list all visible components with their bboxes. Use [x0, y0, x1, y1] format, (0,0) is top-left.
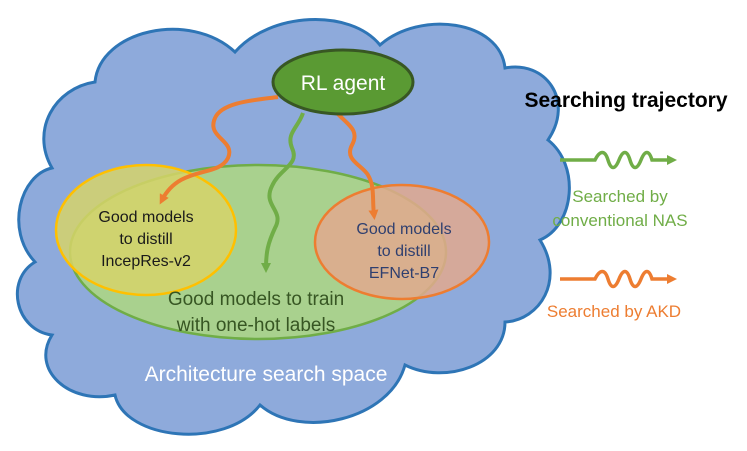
legend-green-wave [559, 150, 677, 170]
efnet-label-line3: EFNet-B7 [369, 265, 439, 282]
onehot-label-line1: Good models to train [168, 289, 344, 310]
legend-conventional-line1: Searched by [572, 187, 668, 206]
search-space-label: Architecture search space [145, 363, 388, 386]
trajectory-orange-left [159, 95, 279, 205]
legend-title: Searching trajectory [524, 89, 727, 112]
legend-akd-label: Searched by AKD [547, 302, 681, 321]
incepres-label-line1: Good models [98, 209, 193, 226]
incepres-label-line2: to distill [119, 231, 172, 248]
rl-agent-label: RL agent [301, 72, 386, 95]
efnet-label-line2: to distill [377, 243, 430, 260]
efnet-label-line1: Good models [356, 221, 451, 238]
incepres-label-line3: IncepRes-v2 [101, 253, 191, 270]
onehot-label-line2: with one-hot labels [176, 315, 335, 336]
legend-orange-wave [560, 269, 677, 289]
efnet-region [313, 183, 491, 301]
trajectory-orange-right [334, 110, 379, 220]
trajectory-green-center [261, 112, 305, 273]
legend-conventional-line2: conventional NAS [552, 211, 687, 230]
incepres-region [54, 163, 238, 297]
rl-agent-node: RL agent [271, 48, 415, 116]
